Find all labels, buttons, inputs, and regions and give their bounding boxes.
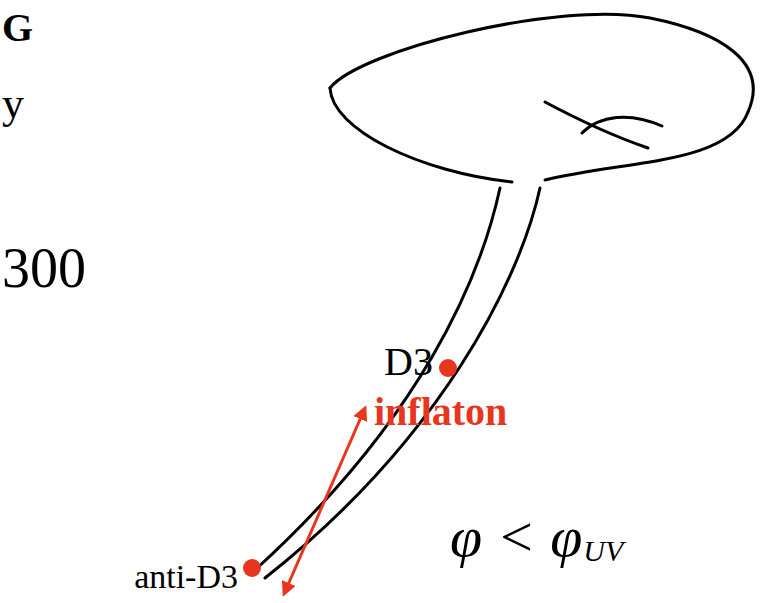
anti-d3-brane-dot (243, 559, 261, 577)
manifold-hole (582, 117, 662, 133)
field-inequality: φ < φ (450, 508, 582, 566)
manifold-outline (330, 88, 512, 182)
cut-number: 300 (2, 240, 86, 296)
d3-brane-dot (439, 359, 457, 377)
field-subscript: UV (583, 536, 623, 566)
brane-label: D3 (384, 342, 433, 382)
manifold-outline (330, 14, 753, 112)
cut-heading-letter: G (2, 8, 33, 48)
cut-text-letter: y (2, 82, 24, 126)
inflaton-arrow (284, 408, 365, 594)
inflaton-label: inflaton (374, 392, 507, 432)
brane-label: anti-D3 (134, 560, 238, 594)
manifold-hole (545, 102, 648, 148)
